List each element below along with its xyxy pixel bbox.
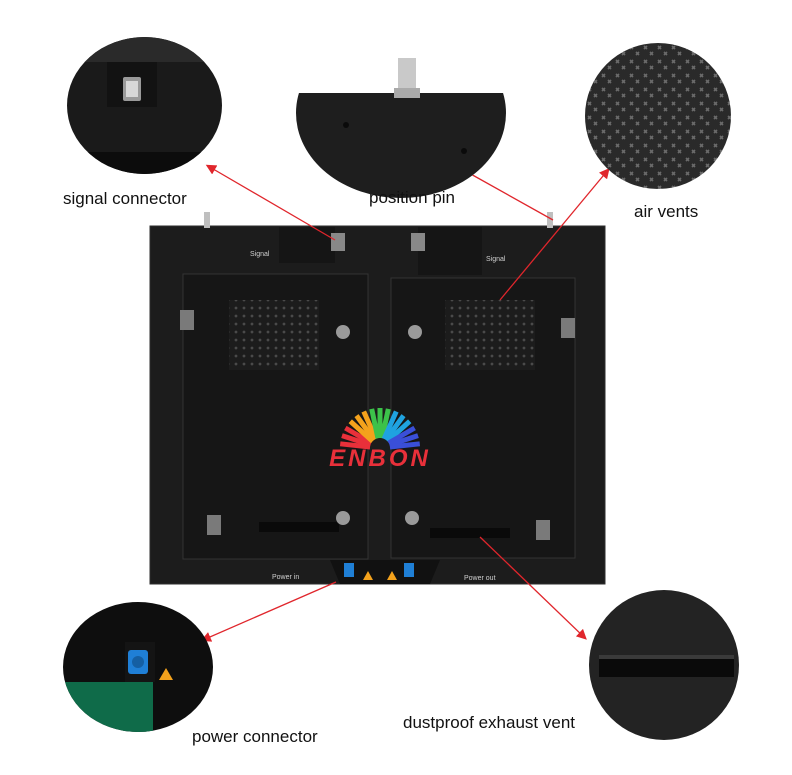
cabinet-body	[149, 212, 606, 585]
detail-signal-connector	[67, 37, 222, 174]
vent-right	[445, 300, 535, 370]
lock-bottom-right	[405, 511, 419, 525]
label-signal-left: Signal	[250, 251, 270, 258]
detail-dustproof-exhaust-vent	[589, 590, 739, 740]
exhaust-slot-right	[430, 528, 510, 538]
lock-top-right	[408, 325, 422, 339]
logo-ray	[341, 433, 372, 448]
label-power-out: Power out	[464, 575, 496, 582]
logo-ray	[354, 414, 377, 442]
detail-power-connector	[63, 602, 213, 732]
vent-left	[229, 300, 319, 370]
power-connector-in	[344, 563, 354, 577]
label-signal-right: Signal	[486, 256, 506, 263]
logo-ray	[344, 425, 373, 446]
logo-ray	[369, 408, 381, 439]
enbon-logo: ENBON	[329, 408, 431, 472]
logo-ray	[383, 414, 406, 442]
logo-ray	[361, 410, 379, 440]
lock-bottom-left	[336, 511, 350, 525]
callout-dustproof-exhaust-vent: dustproof exhaust vent	[403, 713, 576, 732]
callout-power-connector: power connector	[192, 727, 318, 746]
logo-ray	[385, 419, 412, 444]
lock-top-left	[336, 325, 350, 339]
logo-ray	[339, 441, 371, 450]
callout-position-pin: position pin	[369, 188, 456, 207]
logo-ray	[381, 410, 399, 440]
logo-ray	[387, 425, 416, 446]
logo-ray	[348, 419, 375, 444]
signal-connector-right	[411, 233, 425, 251]
position-pin-left	[204, 212, 210, 228]
power-connector-out	[404, 563, 414, 577]
logo-ray	[388, 433, 419, 448]
label-power-in: Power in	[272, 574, 299, 581]
position-pin-right	[547, 212, 553, 228]
callout-arrows	[200, 164, 610, 642]
logo-ray	[379, 408, 391, 439]
signal-connector-left	[331, 233, 345, 251]
callout-air-vents: air vents	[634, 202, 699, 221]
logo-ray	[389, 441, 421, 450]
callout-signal-connector: signal connector	[63, 189, 187, 208]
logo-text: ENBON	[329, 445, 431, 472]
detail-air-vents	[585, 43, 731, 189]
detail-position-pin	[296, 28, 506, 198]
exhaust-slot-left	[259, 522, 339, 532]
